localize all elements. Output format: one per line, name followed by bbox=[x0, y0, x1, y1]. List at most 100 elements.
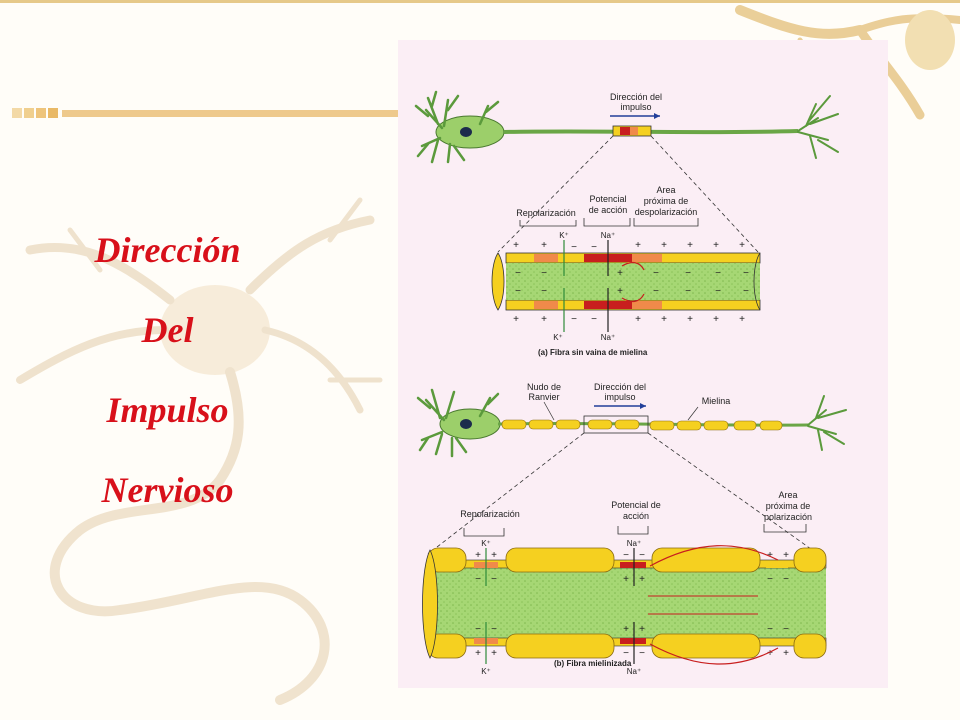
b-area-label-1: Area bbox=[778, 490, 797, 500]
a-action-potential-label-1: Potencial bbox=[589, 194, 626, 204]
svg-text:−: − bbox=[743, 286, 749, 297]
b-na-ion-top: Na⁺ bbox=[627, 539, 641, 548]
a-caption: (a) Fibra sin vaina de mielina bbox=[538, 348, 648, 357]
title-line-4: Nervioso bbox=[101, 470, 234, 510]
title-line-1: Dirección bbox=[94, 230, 241, 270]
svg-text:+: + bbox=[623, 574, 629, 585]
b-repolarization-label: Repolarización bbox=[460, 509, 520, 519]
svg-text:−: − bbox=[767, 624, 773, 635]
svg-text:−: − bbox=[591, 242, 597, 253]
header-band bbox=[12, 108, 398, 118]
svg-text:−: − bbox=[541, 268, 547, 279]
a-k-ion-bottom: K⁺ bbox=[553, 333, 563, 342]
svg-text:−: − bbox=[623, 550, 629, 561]
svg-text:+: + bbox=[635, 314, 641, 325]
svg-text:−: − bbox=[571, 314, 577, 325]
svg-text:−: − bbox=[623, 648, 629, 659]
svg-text:+: + bbox=[767, 648, 773, 659]
a-area-label-2: próxima de bbox=[644, 196, 689, 206]
svg-text:+: + bbox=[491, 550, 497, 561]
svg-text:+: + bbox=[783, 550, 789, 561]
a-na-ion-top: Na⁺ bbox=[601, 231, 615, 240]
b-node-label-1: Nudo de bbox=[527, 382, 561, 392]
svg-text:+: + bbox=[739, 240, 745, 251]
a-direction-label-2: impulso bbox=[620, 102, 651, 112]
neuron-decoration-top-right bbox=[735, 5, 960, 120]
svg-text:+: + bbox=[687, 240, 693, 251]
svg-text:+: + bbox=[661, 240, 667, 251]
svg-text:+: + bbox=[617, 268, 623, 279]
svg-text:−: − bbox=[685, 286, 691, 297]
svg-text:+: + bbox=[541, 314, 547, 325]
title-line-2: Del bbox=[141, 310, 194, 350]
svg-text:−: − bbox=[515, 286, 521, 297]
slide-title: Dirección Del Impulso Nervioso bbox=[40, 210, 295, 530]
svg-text:−: − bbox=[541, 286, 547, 297]
panel-a: Dirección del impulso Repolarización Pot… bbox=[414, 90, 839, 357]
svg-text:+: + bbox=[639, 574, 645, 585]
svg-text:−: − bbox=[783, 574, 789, 585]
b-action-potential-label-2: acción bbox=[623, 511, 649, 521]
svg-text:−: − bbox=[591, 314, 597, 325]
svg-text:−: − bbox=[783, 624, 789, 635]
nerve-impulse-figure: Dirección del impulso Repolarización Pot… bbox=[398, 40, 888, 688]
b-action-potential-label-1: Potencial de bbox=[611, 500, 661, 510]
svg-text:−: − bbox=[639, 550, 645, 561]
neuron-decoration-left bbox=[16, 197, 383, 705]
svg-text:−: − bbox=[515, 268, 521, 279]
a-area-label-1: Area bbox=[656, 185, 675, 195]
svg-text:−: − bbox=[715, 286, 721, 297]
svg-text:−: − bbox=[475, 624, 481, 635]
b-myelin-label: Mielina bbox=[702, 396, 731, 406]
title-line-3: Impulso bbox=[106, 390, 229, 430]
a-action-potential-label-2: de acción bbox=[589, 205, 628, 215]
svg-text:+: + bbox=[617, 286, 623, 297]
b-node-label-2: Ranvier bbox=[528, 392, 559, 402]
a-k-ion-top: K⁺ bbox=[559, 231, 569, 240]
b-k-ion-bottom: K⁺ bbox=[481, 667, 491, 676]
b-k-ion-top: K⁺ bbox=[481, 539, 491, 548]
svg-text:+: + bbox=[491, 648, 497, 659]
unmyelinated-fiber-segment: + + − − + + + + + − − + − − − − − − + − − − − + + − − + + + + + bbox=[491, 240, 761, 332]
svg-text:−: − bbox=[475, 574, 481, 585]
a-area-label-3: despolarización bbox=[635, 207, 698, 217]
panel-b: Nudo de Ranvier Dirección del impulso Mi… bbox=[416, 382, 847, 676]
svg-text:−: − bbox=[653, 286, 659, 297]
svg-text:+: + bbox=[739, 314, 745, 325]
svg-text:+: + bbox=[635, 240, 641, 251]
svg-text:−: − bbox=[571, 242, 577, 253]
myelinated-fiber-segment: ++−−++ −−++−− −−++−− ++−−++ bbox=[422, 545, 827, 665]
b-direction-label-2: impulso bbox=[604, 392, 635, 402]
svg-text:+: + bbox=[541, 240, 547, 251]
a-na-ion-bottom: Na⁺ bbox=[601, 333, 615, 342]
a-repolarization-label: Repolarización bbox=[516, 208, 576, 218]
svg-text:−: − bbox=[491, 624, 497, 635]
svg-text:−: − bbox=[743, 268, 749, 279]
svg-text:−: − bbox=[685, 268, 691, 279]
b-na-ion-bottom: Na⁺ bbox=[627, 667, 641, 676]
svg-text:+: + bbox=[713, 314, 719, 325]
myelin-segments-overview bbox=[501, 419, 783, 431]
svg-text:+: + bbox=[639, 624, 645, 635]
svg-text:−: − bbox=[653, 268, 659, 279]
b-area-label-2: próxima de bbox=[766, 501, 811, 511]
svg-text:+: + bbox=[475, 550, 481, 561]
svg-text:−: − bbox=[715, 268, 721, 279]
svg-text:+: + bbox=[623, 624, 629, 635]
b-direction-label-1: Dirección del bbox=[594, 382, 646, 392]
svg-text:+: + bbox=[661, 314, 667, 325]
svg-text:+: + bbox=[783, 648, 789, 659]
svg-text:−: − bbox=[767, 574, 773, 585]
svg-text:−: − bbox=[491, 574, 497, 585]
b-area-label-3: polarización bbox=[764, 512, 812, 522]
svg-text:+: + bbox=[713, 240, 719, 251]
svg-text:−: − bbox=[639, 648, 645, 659]
svg-text:+: + bbox=[475, 648, 481, 659]
a-direction-label-1: Dirección del bbox=[610, 92, 662, 102]
svg-text:+: + bbox=[513, 314, 519, 325]
svg-text:+: + bbox=[513, 240, 519, 251]
neuron-a bbox=[414, 90, 839, 164]
b-caption: (b) Fibra mielinizada bbox=[554, 659, 632, 668]
svg-text:+: + bbox=[767, 550, 773, 561]
svg-text:+: + bbox=[687, 314, 693, 325]
